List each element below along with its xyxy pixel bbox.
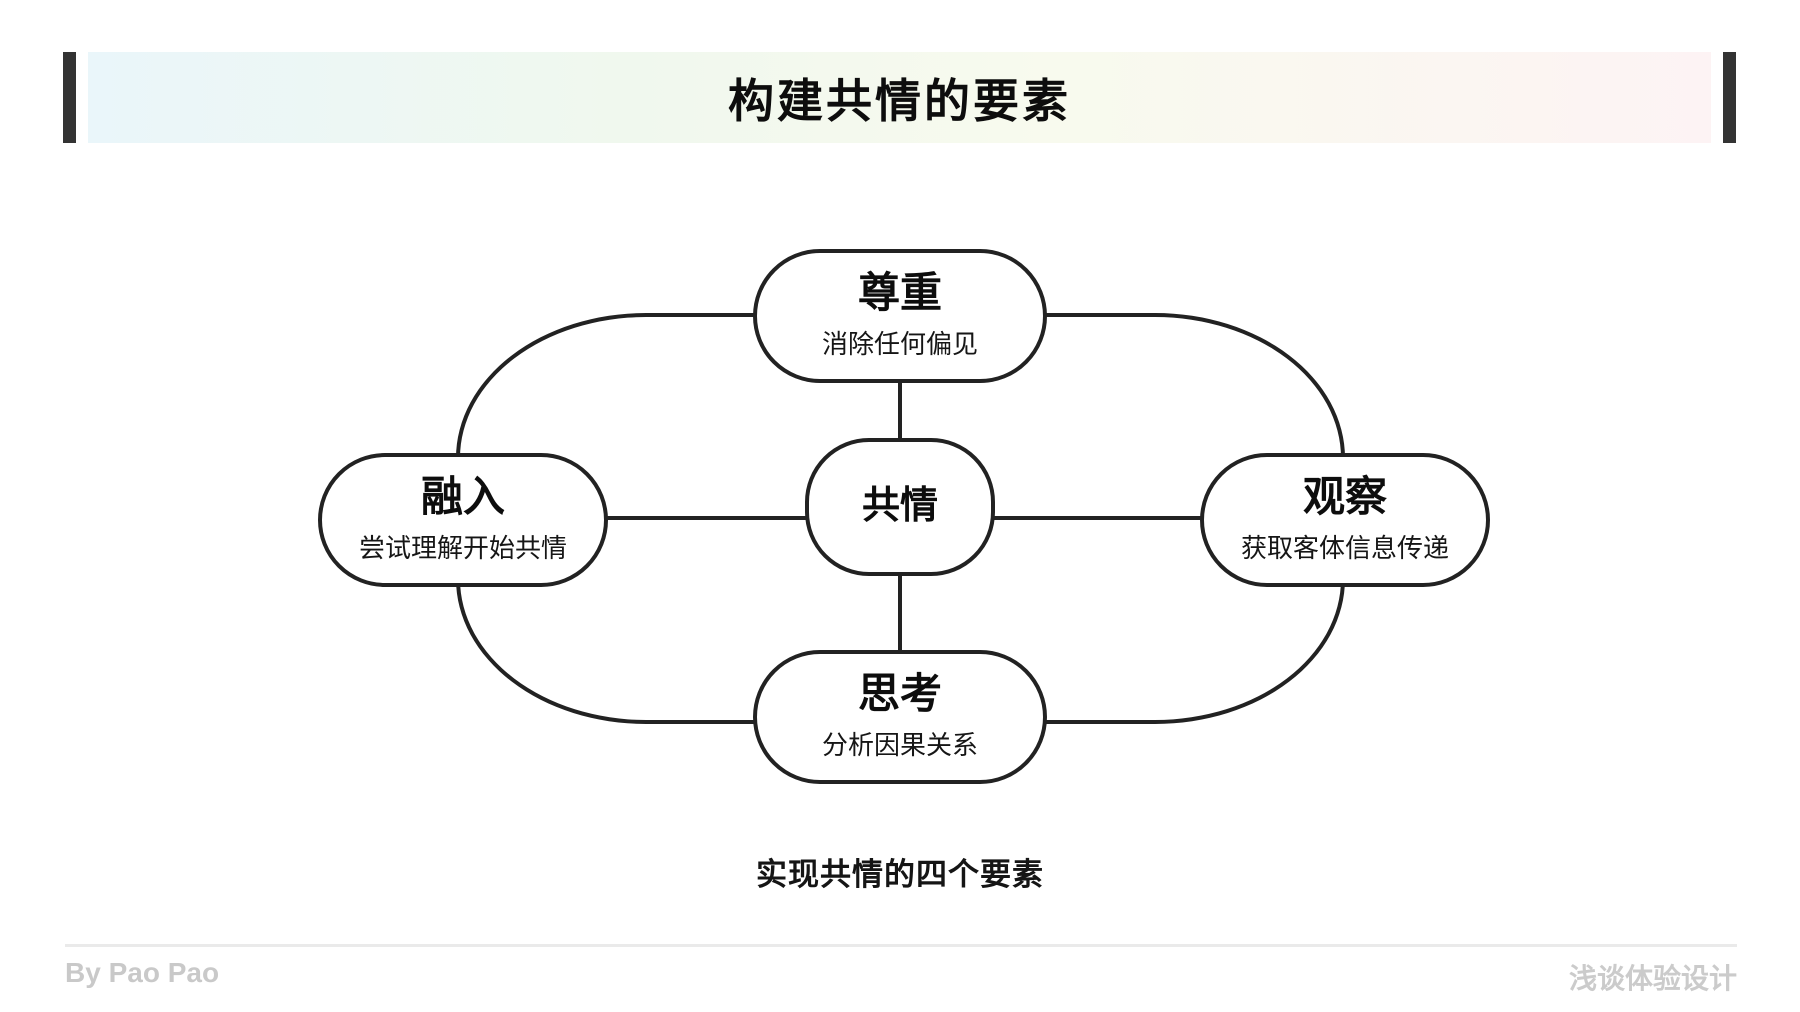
node-label: 共情 xyxy=(861,485,938,528)
header-left-accent-bar xyxy=(63,52,76,143)
footer-brand: 浅谈体验设计 xyxy=(1568,963,1737,994)
node-empathy-center: 共情 xyxy=(805,438,995,576)
page-title: 构建共情的要素 xyxy=(728,74,1071,127)
title-banner: 构建共情的要素 xyxy=(88,52,1711,143)
node-immerse: 融入 尝试理解开始共情 xyxy=(318,453,608,587)
node-description: 获取客体信息传递 xyxy=(1240,533,1449,564)
node-description: 尝试理解开始共情 xyxy=(358,533,567,564)
node-label: 观察 xyxy=(1302,472,1387,520)
node-description: 消除任何偏见 xyxy=(821,329,978,360)
node-label: 融入 xyxy=(420,472,505,520)
node-label: 尊重 xyxy=(857,268,942,316)
footer-divider xyxy=(65,944,1737,947)
node-observe: 观察 获取客体信息传递 xyxy=(1200,453,1490,587)
footer-author: By Pao Pao xyxy=(65,957,220,988)
node-think: 思考 分析因果关系 xyxy=(753,650,1047,784)
node-respect: 尊重 消除任何偏见 xyxy=(753,249,1047,383)
node-description: 分析因果关系 xyxy=(821,730,978,761)
node-label: 思考 xyxy=(857,669,942,717)
diagram-caption: 实现共情的四个要素 xyxy=(756,857,1044,892)
header-right-accent-bar xyxy=(1723,52,1736,143)
